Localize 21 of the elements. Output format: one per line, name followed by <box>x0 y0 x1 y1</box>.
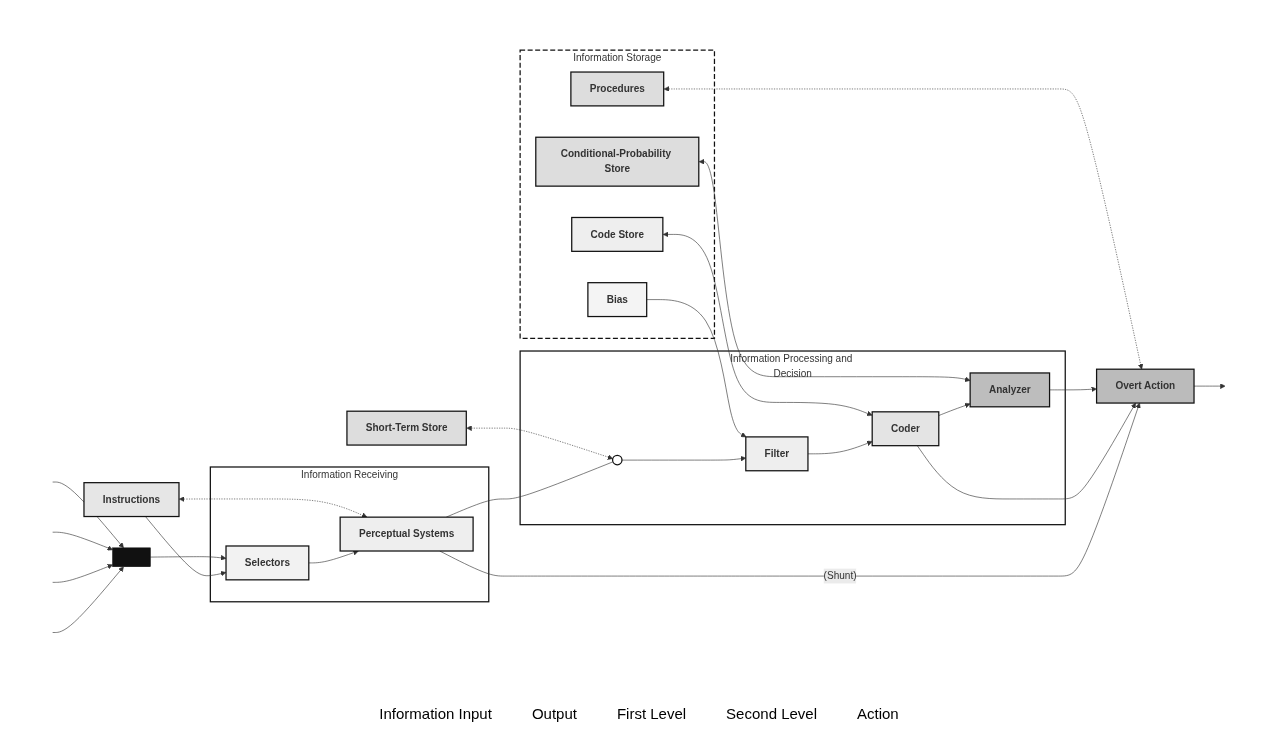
node-box: Instructions <box>83 482 180 518</box>
connector <box>445 461 614 518</box>
node-box: Procedures <box>570 71 665 107</box>
note-label: First Level <box>616 705 687 722</box>
note-label: Output <box>531 705 577 722</box>
node-box: Code Store <box>571 216 664 252</box>
note-label: Action <box>857 705 899 722</box>
node-box: Short-Term Store <box>346 410 467 446</box>
note-label: Second Level <box>726 705 817 722</box>
node-box: Perceptual Systems <box>339 516 474 552</box>
node-circle <box>611 454 623 466</box>
node-box: Analyzer <box>969 372 1051 408</box>
node-box: Filter <box>745 436 809 472</box>
node-bar <box>112 547 151 567</box>
node-box: Selectors <box>225 545 310 581</box>
node-box: Coder <box>871 411 940 447</box>
note-label: Information Input <box>379 705 492 722</box>
node-box: Overt Action <box>1095 368 1195 404</box>
node-box: Bias <box>587 282 648 318</box>
node-box: Conditional-Probability Store <box>535 136 700 187</box>
edge-label: (Shunt) <box>823 570 857 582</box>
